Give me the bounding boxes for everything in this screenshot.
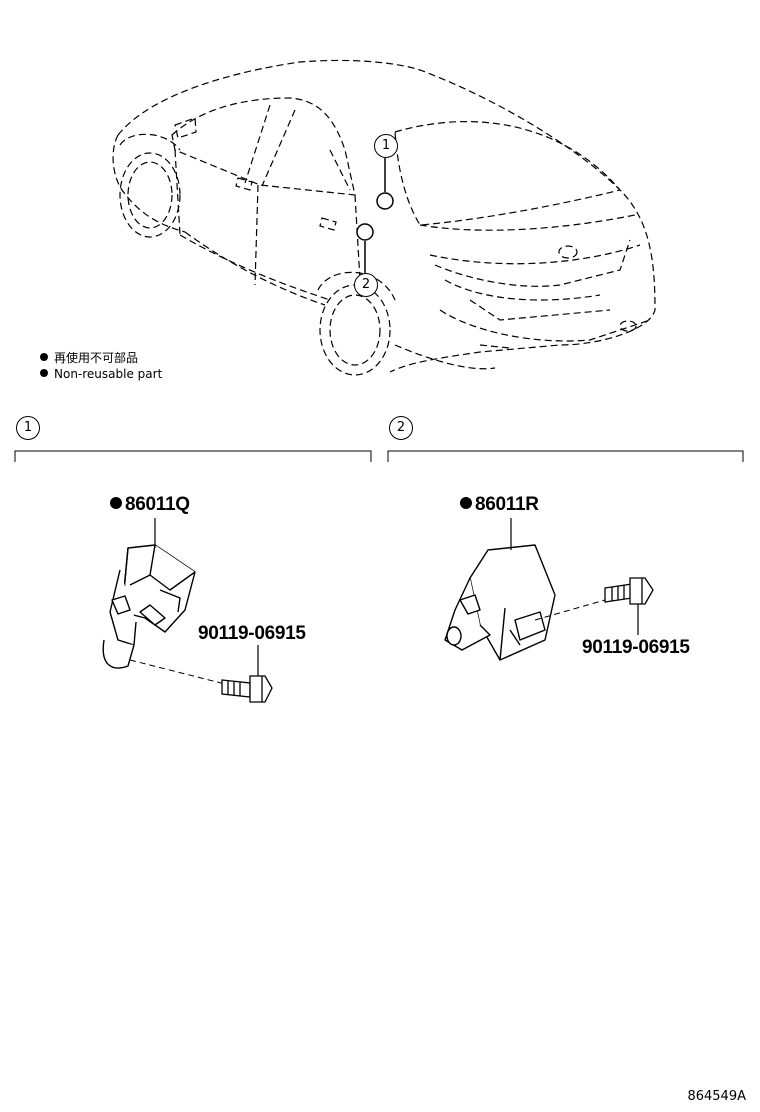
non-reusable-bullet-icon	[110, 497, 122, 509]
bolt-1	[221, 675, 273, 703]
car-callout-2: 2	[354, 273, 378, 297]
part-number-sensor-1: 86011Q	[110, 494, 190, 516]
legend-jp: 再使用不可部品	[40, 350, 162, 366]
section-2-index: 2	[389, 416, 413, 440]
car-callout-1: 1	[374, 134, 398, 158]
part-number-bolt-2: 90119-06915	[582, 637, 690, 658]
car-outline	[112, 59, 656, 376]
bullet-icon	[40, 353, 48, 361]
section-brackets	[14, 450, 744, 462]
non-reusable-bullet-icon	[460, 497, 472, 509]
bullet-icon	[40, 369, 48, 377]
sensor-86011r	[444, 544, 556, 661]
bolt-2	[604, 577, 654, 605]
legend-en: Non-reusable part	[40, 366, 162, 382]
part-number-sensor-2: 86011R	[460, 494, 539, 516]
diagram-code: 864549A	[687, 1089, 746, 1104]
sensor-86011q	[102, 544, 196, 669]
section-1-index: 1	[16, 416, 40, 440]
part-number-bolt-1: 90119-06915	[198, 623, 306, 644]
legend: 再使用不可部品 Non-reusable part	[40, 350, 162, 382]
